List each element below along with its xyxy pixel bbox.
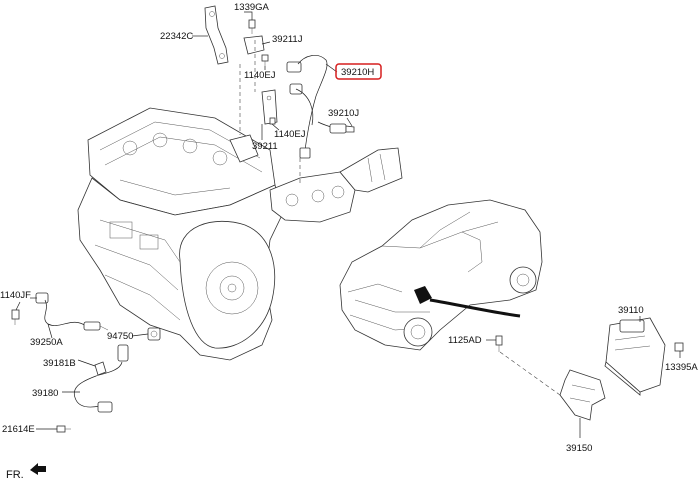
bolt-21614e	[56, 425, 71, 433]
bracket-22342c	[204, 5, 229, 65]
label-39110[interactable]: 39110	[618, 305, 644, 316]
label-39150[interactable]: 39150	[566, 443, 592, 454]
bolt-1140jf	[11, 309, 20, 325]
ecu-39110	[604, 317, 666, 396]
clip-39181b	[94, 361, 107, 376]
label-13395a[interactable]: 13395A	[665, 362, 698, 373]
label-21614e[interactable]: 21614E	[2, 424, 35, 435]
bracket-39211j	[243, 35, 265, 55]
bolt-1339ga	[248, 19, 256, 34]
engine-assembly	[77, 107, 403, 361]
label-39181b[interactable]: 39181B	[43, 358, 76, 369]
label-94750[interactable]: 94750	[107, 331, 133, 342]
label-39210h-highlight	[335, 63, 382, 80]
nut-13395a	[674, 342, 684, 352]
label-39211j[interactable]: 39211J	[272, 34, 303, 45]
sensor-39250a	[35, 292, 109, 331]
bracket-39150	[559, 369, 606, 421]
arrow-icon	[30, 463, 46, 475]
bolt-1140ej-top	[261, 54, 269, 66]
label-1140ej-lower[interactable]: 1140EJ	[274, 129, 306, 140]
part-labels: 1339GA 22342C 39211J 39210H 1140EJ 39210…	[0, 2, 698, 454]
front-direction-marker: FR.	[6, 463, 46, 481]
sensor-39180	[73, 344, 129, 413]
label-1125ad[interactable]: 1125AD	[448, 335, 482, 346]
fr-label: FR.	[6, 469, 24, 481]
label-1140jf[interactable]: 1140JF	[0, 290, 31, 301]
car-illustration	[339, 199, 543, 351]
oxygen-sensor-39210h	[286, 55, 328, 159]
oxygen-sensor-39210j	[317, 121, 355, 134]
bracket-39211	[261, 89, 278, 125]
knock-sensor-94750	[147, 327, 161, 341]
label-39180[interactable]: 39180	[32, 388, 58, 399]
label-1140ej-top[interactable]: 1140EJ	[244, 70, 276, 81]
leader-lines	[15, 11, 681, 438]
bolt-1125ad	[495, 335, 503, 352]
label-39250a[interactable]: 39250A	[30, 337, 63, 348]
label-39210h[interactable]: 39210H	[341, 67, 374, 78]
label-39210j[interactable]: 39210J	[328, 108, 359, 119]
bolt-1140ej-lower	[269, 117, 276, 125]
label-1339ga[interactable]: 1339GA	[234, 2, 270, 13]
label-39211[interactable]: 39211	[252, 141, 278, 152]
label-22342c[interactable]: 22342C	[160, 31, 193, 42]
